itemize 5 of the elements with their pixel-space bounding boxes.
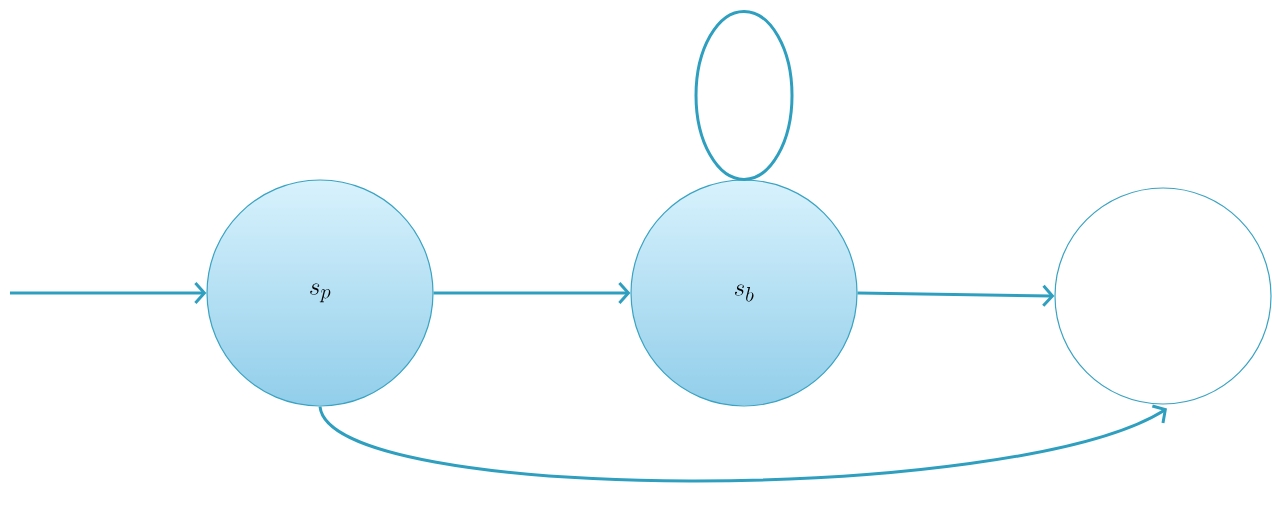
arrow	[433, 282, 631, 304]
arrow	[857, 284, 1055, 307]
loop-line	[694, 9, 794, 181]
arrow	[10, 282, 207, 304]
empty-circle	[1054, 187, 1272, 405]
